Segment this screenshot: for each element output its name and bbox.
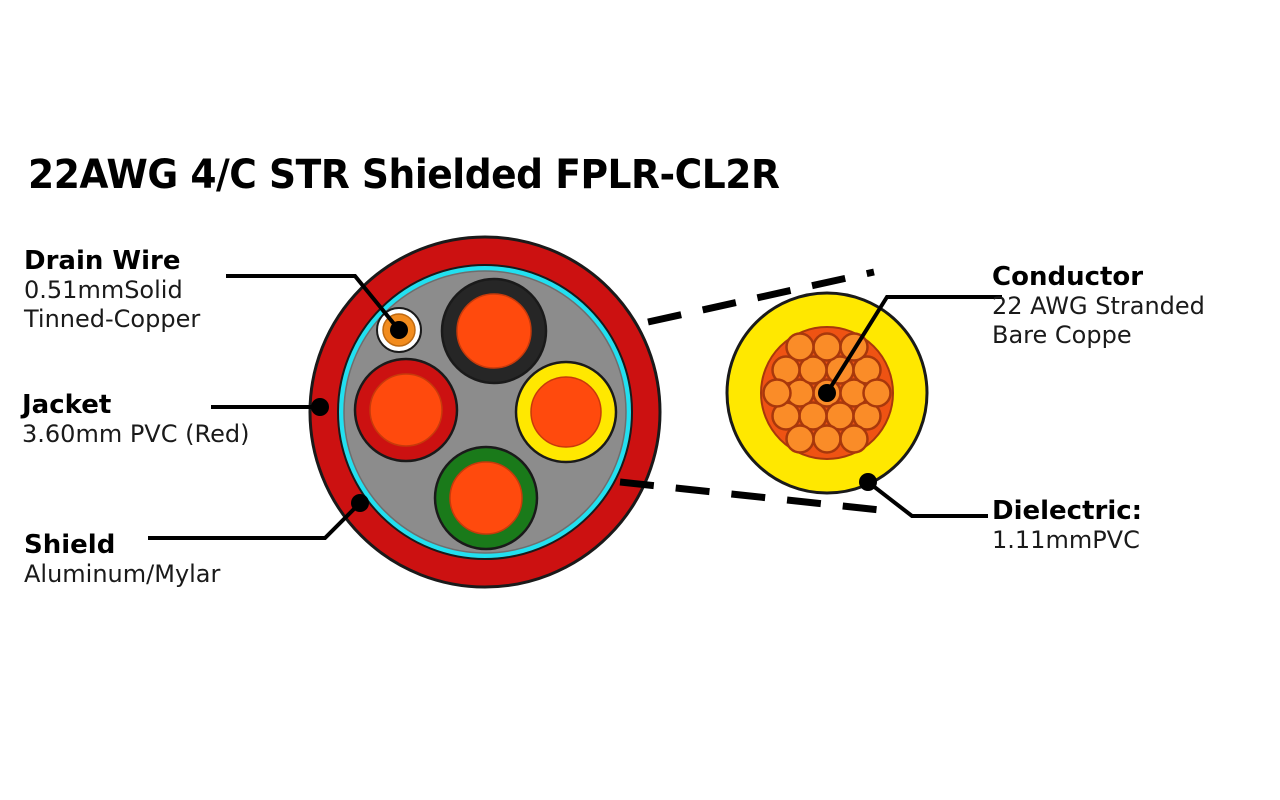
callout-conductor-line-2: Bare Coppe bbox=[992, 321, 1132, 349]
leader-lines bbox=[148, 274, 1002, 540]
expansion-line-upper bbox=[647, 268, 875, 326]
callout-jacket-title: Jacket bbox=[22, 390, 112, 420]
leader-drain-wire bbox=[226, 274, 402, 333]
green-insulated-conductor bbox=[433, 445, 539, 551]
callout-shield: Shield Aluminum/Mylar bbox=[24, 530, 220, 589]
leader-dot-conductor bbox=[818, 384, 836, 402]
yellow-insulated-conductor bbox=[514, 360, 618, 464]
leader-endpoints bbox=[311, 321, 877, 512]
detail-expansion-lines bbox=[619, 268, 881, 514]
leader-dielectric bbox=[865, 479, 988, 518]
callout-conductor-line-1: 22 AWG Stranded bbox=[992, 292, 1205, 320]
black-insulated-conductor bbox=[440, 277, 548, 385]
leader-shield bbox=[148, 500, 363, 540]
expansion-line-lower bbox=[619, 478, 881, 514]
main-cable-group bbox=[308, 235, 662, 589]
callout-drain-wire-title: Drain Wire bbox=[24, 246, 181, 276]
callout-shield-line-1: Aluminum/Mylar bbox=[24, 560, 221, 588]
callout-dielectric-line-1: 1.11mmPVC bbox=[992, 526, 1140, 554]
callout-conductor-title: Conductor bbox=[992, 262, 1144, 292]
leader-dot-drain-wire bbox=[390, 321, 408, 339]
leader-dot-jacket bbox=[311, 398, 329, 416]
callout-jacket: Jacket 3.60mm PVC (Red) bbox=[22, 390, 249, 449]
callout-drain-wire: Drain Wire 0.51mmSolid Tinned-Copper bbox=[24, 246, 200, 334]
leader-dot-dielectric bbox=[859, 473, 877, 491]
callout-shield-title: Shield bbox=[24, 530, 116, 560]
page-title: 22AWG 4/C STR Shielded FPLR-CL2R bbox=[28, 152, 780, 198]
callout-conductor: Conductor 22 AWG Stranded Bare Coppe bbox=[992, 262, 1205, 350]
callout-drain-wire-line-1: 0.51mmSolid bbox=[24, 276, 183, 304]
callout-drain-wire-line-2: Tinned-Copper bbox=[24, 305, 201, 333]
callout-dielectric-title: Dielectric: bbox=[992, 496, 1143, 526]
callout-jacket-line-1: 3.60mm PVC (Red) bbox=[22, 420, 250, 448]
callout-dielectric: Dielectric: 1.11mmPVC bbox=[992, 496, 1142, 555]
red-insulated-conductor bbox=[353, 357, 459, 463]
leader-dot-shield bbox=[351, 494, 369, 512]
leader-conductor bbox=[824, 295, 1002, 396]
